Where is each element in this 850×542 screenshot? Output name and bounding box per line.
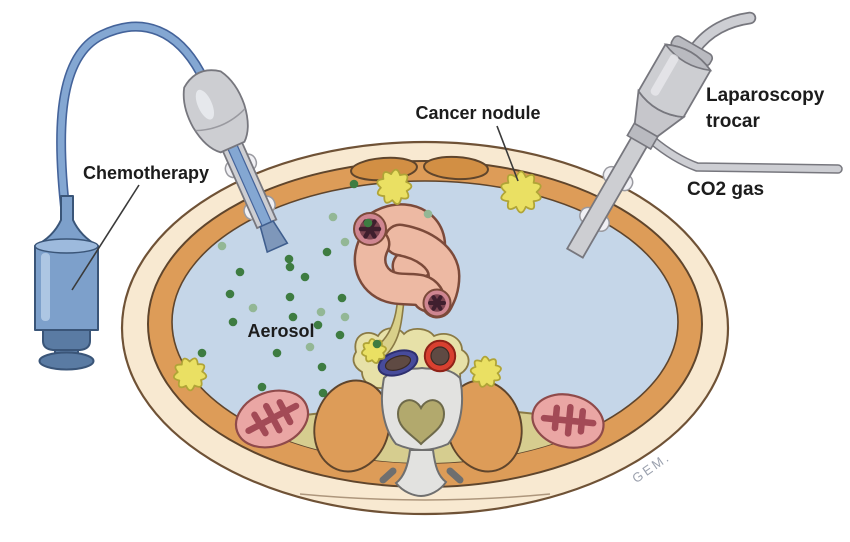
aerosol-droplet [248,303,258,313]
nebulizer-handle [182,69,249,154]
aerosol-droplet [317,362,327,372]
vertebra [379,366,464,498]
aerosol-droplet [372,339,382,349]
cancer-nodule-pointer-line [496,125,519,182]
aerosol-particles [197,179,433,398]
aerosol-droplet [322,247,332,257]
right-kidney [531,393,605,449]
label-laparoscopy-trocar-line2: trocar [706,111,760,132]
labels: Chemotherapy Cancer nodule Laparoscopy t… [71,85,825,341]
cancer-nodule-top-left [376,168,413,205]
label-chemotherapy: Chemotherapy [83,163,209,183]
rectus-muscle-right [423,155,489,181]
aerosol-droplet [328,212,338,222]
aerosol-droplet [257,382,267,392]
cancer-nodule-top-right [500,170,542,214]
transverse-processes [379,467,464,484]
aerosol-droplet [340,237,350,247]
pump-base-flange [38,351,95,371]
abdomen-cross-section [120,140,730,516]
aerosol-droplet [305,342,315,352]
aorta [423,339,457,373]
vena-cava [377,349,419,377]
left-kidney [234,389,310,449]
aerosol-droplet [316,307,326,317]
chemotherapy-injector [34,21,205,371]
aerosol-nebulizer [182,69,289,254]
back-skin-crease [299,493,551,501]
aerosol-droplet [340,312,350,322]
aerosol-droplet [423,209,433,219]
aerosol-droplet [313,320,323,330]
left-renal-pelvis [245,399,300,437]
aerosol-droplet [235,267,245,277]
label-aerosol: Aerosol [247,321,314,341]
aerosol-droplet [217,241,227,251]
spinal-canal [396,399,446,446]
psoas-left [313,379,391,473]
bowel-loops [353,203,461,319]
laparoscopy-assembly [565,11,843,259]
chemotherapy-pointer-line [71,184,140,291]
aerosol-droplet [285,292,295,302]
label-co2-gas: CO2 gas [687,179,764,200]
bowel-cut-end-lower [422,288,452,318]
aerosol-droplet [288,312,298,322]
aerosol-droplet [349,179,359,189]
bowel-cut-end-upper [353,212,387,246]
aerosol-droplet [284,254,294,264]
aerosol-droplet [272,348,282,358]
laparoscopy-trocar [565,35,714,259]
cancer-nodule-left-wall [173,357,208,392]
spinous-process [394,449,448,498]
spray-nozzle [259,219,289,254]
cancer-nodules [173,168,542,392]
aerosol-droplet [363,218,373,228]
psoas-muscles [313,379,523,473]
right-renal-pelvis [540,403,597,437]
aerosol-droplet [300,272,310,282]
label-cancer-nodule: Cancer nodule [415,103,540,123]
aerosol-droplet [335,330,345,340]
aerosol-droplet [318,388,328,398]
chemotherapy-pump [34,195,99,371]
aerosol-droplet [337,293,347,303]
aerosol-droplet [197,348,207,358]
cancer-nodule-right-psoas [469,355,502,388]
aerosol-droplet [285,262,295,272]
aerosol-droplet [228,317,238,327]
aerosol-droplet [225,289,235,299]
label-laparoscopy-trocar-line1: Laparoscopy [706,85,825,106]
